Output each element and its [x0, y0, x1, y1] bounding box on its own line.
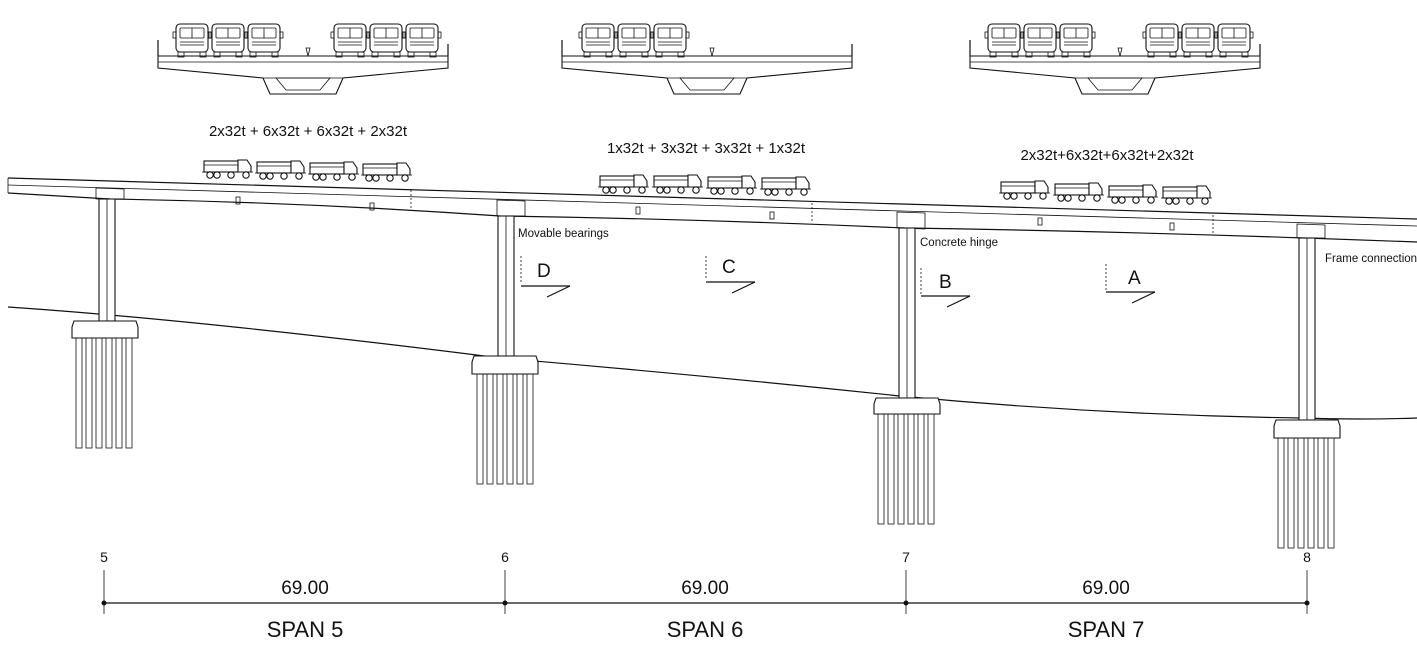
span-6-name: SPAN 6 [667, 617, 744, 642]
truck-side-icon [597, 174, 650, 194]
truck-front-icon [614, 23, 654, 58]
load-case-label-1: 2x32t + 6x32t + 6x32t + 2x32t [209, 123, 408, 140]
section-label-d: D [537, 261, 551, 282]
truck-side-icon [1106, 184, 1159, 204]
section-marker-c: C [705, 256, 756, 294]
truck-train-2 [597, 174, 812, 196]
truck-front-icon [244, 23, 284, 58]
truck-side-icon [1052, 182, 1105, 202]
cross-section-2 [561, 23, 853, 95]
truck-front-icon [208, 23, 248, 58]
span-5-name: SPAN 5 [267, 617, 344, 642]
truck-side-icon [705, 175, 758, 195]
truck-front-icon [172, 23, 212, 58]
span-5-length: 69.00 [281, 578, 329, 599]
ground-line [7, 306, 1417, 420]
load-case-label-3: 2x32t+6x32t+6x32t+2x32t [1020, 147, 1194, 164]
truck-front-icon [366, 23, 406, 58]
truck-front-icon [330, 23, 370, 58]
truck-side-icon [1160, 185, 1213, 205]
section-label-a: A [1128, 268, 1141, 289]
bridge-deck [7, 177, 1417, 243]
pier-6 [471, 215, 539, 485]
truck-front-icon [1214, 23, 1254, 58]
truck-train-1 [201, 159, 413, 182]
note-frame-connection: Frame connection [1325, 253, 1417, 265]
axis-label-8: 8 [1303, 549, 1311, 565]
truck-side-icon [759, 176, 812, 196]
pier-5 [71, 198, 139, 449]
span-dimension-line [101, 570, 1310, 614]
truck-front-icon [1020, 23, 1060, 58]
truck-side-icon [307, 161, 360, 181]
truck-side-icon [651, 174, 704, 194]
note-concrete-hinge: Concrete hinge [920, 237, 998, 249]
section-label-c: C [722, 257, 736, 278]
cross-section-3 [969, 23, 1261, 95]
truck-front-icon [578, 23, 618, 58]
truck-front-icon [1178, 23, 1218, 58]
pier-7 [873, 227, 941, 525]
truck-front-icon [402, 23, 442, 58]
truck-side-icon [998, 180, 1051, 200]
axis-label-6: 6 [501, 549, 509, 565]
truck-front-icon [650, 23, 690, 58]
truck-side-icon [201, 159, 254, 179]
truck-side-icon [254, 160, 307, 180]
section-marker-b: B [920, 268, 971, 308]
truck-front-icon [984, 23, 1024, 58]
section-label-b: B [939, 272, 952, 293]
axis-label-5: 5 [100, 549, 108, 565]
span-7-name: SPAN 7 [1068, 617, 1145, 642]
section-marker-a: A [1105, 264, 1156, 304]
note-movable-bearings: Movable bearings [518, 228, 609, 240]
pier-8 [1273, 237, 1341, 549]
cross-section-1 [157, 23, 449, 95]
truck-front-icon [1056, 23, 1096, 58]
section-marker-d: D [520, 256, 571, 298]
truck-front-icon [1142, 23, 1182, 58]
load-case-label-2: 1x32t + 3x32t + 3x32t + 1x32t [607, 140, 806, 157]
truck-train-3 [998, 180, 1213, 205]
span-7-length: 69.00 [1082, 578, 1130, 599]
axis-label-7: 7 [902, 549, 910, 565]
truck-side-icon [360, 162, 413, 182]
span-6-length: 69.00 [681, 578, 729, 599]
